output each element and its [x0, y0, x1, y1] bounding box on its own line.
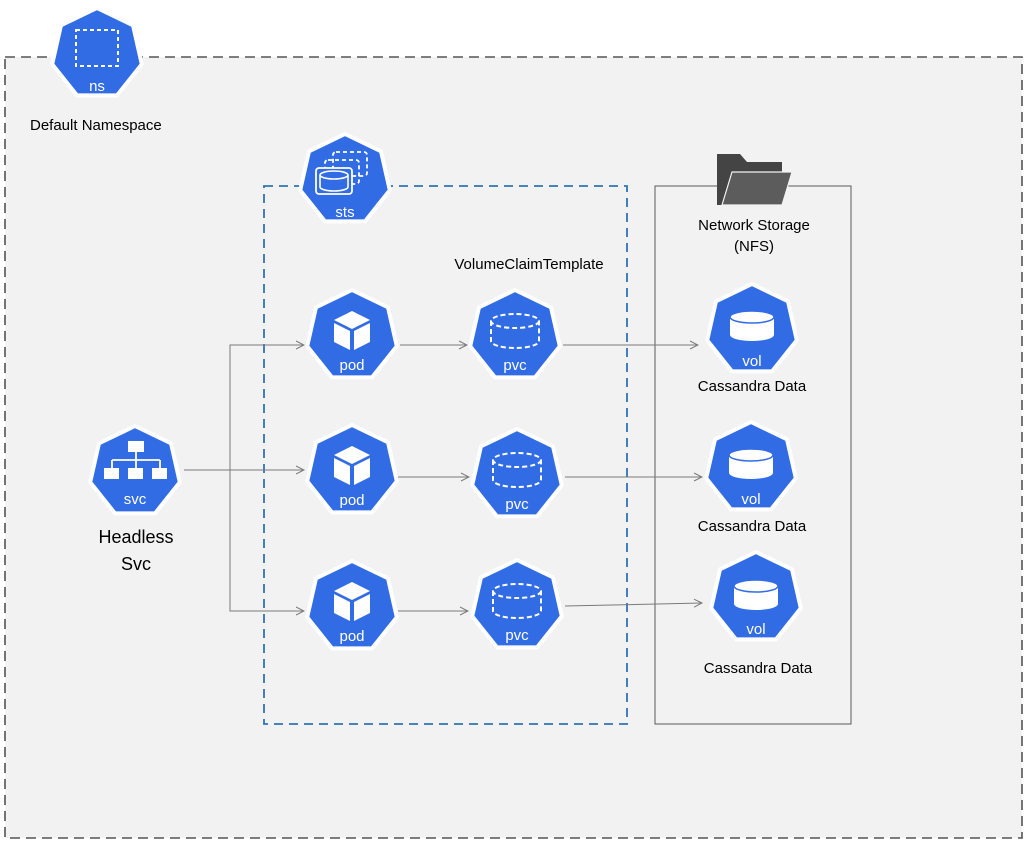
pvc-icon-1: pvc	[468, 288, 562, 380]
vol-2-caption: Cassandra Data	[698, 518, 807, 535]
network-storage-caption-line1: Network Storage	[698, 217, 810, 234]
service-icon-label: svc	[124, 491, 147, 508]
namespace-icon-label: ns	[89, 78, 105, 95]
pvc-2-icon-label: pvc	[505, 496, 529, 513]
pvc-3-icon-label: pvc	[505, 627, 529, 644]
pvc-icon-2: pvc	[470, 427, 564, 519]
pod-3-icon-label: pod	[339, 628, 364, 645]
vol-3-icon-label: vol	[746, 621, 765, 638]
pvc-1-icon-label: pvc	[503, 357, 527, 374]
folder-icon	[717, 154, 793, 206]
volume-icon-2: vol	[704, 420, 798, 512]
statefulset-boundary	[263, 185, 628, 725]
pod-2-icon-label: pod	[339, 492, 364, 509]
headless-svc-caption-line1: Headless	[98, 527, 173, 547]
statefulset-icon: sts	[298, 132, 392, 224]
headless-svc-caption-line2: Svc	[121, 554, 151, 574]
svc-to-pod-3-connector	[229, 470, 304, 611]
pvc-3-to-vol-3-connector	[564, 603, 702, 606]
volume-icon-3: vol	[709, 550, 803, 642]
statefulset-icon-label: sts	[335, 204, 354, 221]
pod-icon-2: pod	[305, 423, 399, 515]
pod-1-icon-label: pod	[339, 357, 364, 374]
pod-icon-3: pod	[305, 559, 399, 651]
vol-1-icon-label: vol	[742, 353, 761, 370]
pod-icon-1: pod	[305, 288, 399, 380]
vol-2-icon-label: vol	[741, 491, 760, 508]
vol-1-caption: Cassandra Data	[698, 378, 807, 395]
volume-icon-1: vol	[705, 282, 799, 374]
svc-to-pod-1-connector	[229, 345, 304, 470]
vol-3-caption: Cassandra Data	[704, 660, 813, 677]
volume-claim-template-caption: VolumeClaimTemplate	[454, 256, 603, 273]
pvc-icon-3: pvc	[470, 558, 564, 650]
namespace-caption: Default Namespace	[30, 117, 162, 134]
network-storage-caption-line2: (NFS)	[734, 238, 774, 255]
namespace-icon: ns	[50, 6, 144, 98]
connectors	[184, 345, 702, 611]
headless-service-icon: svc	[88, 424, 182, 516]
